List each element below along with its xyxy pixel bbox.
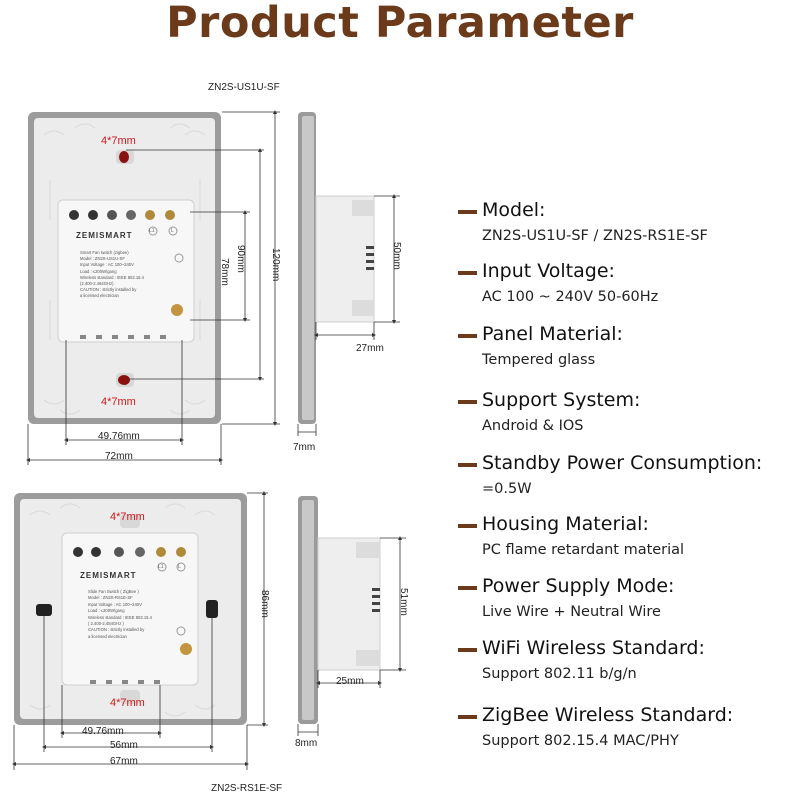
- top-module-line: a licensed electrician: [80, 293, 119, 299]
- bullet-bar-icon: [458, 271, 477, 275]
- top-module-line: Smart Fan switch (zigbee): [80, 250, 129, 255]
- top-module-line: Wireless standard : IEEE 802.15.4: [80, 274, 145, 280]
- bottom-switch-front-view: [14, 493, 247, 725]
- bottom-module-line: ( 2.400-2.484GHz ): [88, 621, 124, 627]
- spec-label: WiFi Wireless Standard:: [482, 637, 705, 659]
- top-terminal-l1: L1: [149, 228, 155, 234]
- bottom-model-label: ZN2S-RS1E-SF: [211, 783, 283, 794]
- spec-value: =0.5W: [482, 481, 532, 497]
- bottom-module-line: Slide Fan Switch ( ZigBee ): [88, 589, 139, 594]
- bottom-module-line: Wireless standard : IEEE 802.15.4: [88, 614, 153, 620]
- bullet-bar-icon: [458, 334, 477, 338]
- spec-value: Android & IOS: [482, 418, 584, 434]
- bullet-bar-icon: [458, 648, 477, 652]
- spec-label: Standby Power Consumption:: [482, 452, 763, 474]
- bottom-width-4976: 49.76mm: [82, 726, 124, 737]
- spec-value: AC 100 ~ 240V 50-60Hz: [482, 289, 659, 305]
- spec-value: Support 802.15.4 MAC/PHY: [482, 733, 679, 749]
- bottom-switch-side-view: [298, 496, 381, 724]
- top-module-label-text: Smart Fan switch (zigbee) Model : ZN2S-U…: [80, 250, 144, 300]
- bullet-bar-icon: [458, 715, 477, 719]
- top-switch-front-view: [28, 112, 221, 424]
- top-model-label: ZN2S-US1U-SF: [208, 82, 280, 93]
- top-terminal-l: L: [171, 228, 174, 234]
- top-module-line: Model : ZN2S-US1U-SF: [80, 256, 125, 262]
- bullet-bar-icon: [458, 210, 477, 214]
- bullet-bar-icon: [458, 524, 477, 528]
- bottom-module-line: CAUTION : strictly installed by: [88, 627, 145, 633]
- top-switch-side-view: [298, 112, 375, 424]
- spec-label: Housing Material:: [482, 513, 649, 535]
- top-hole-dimension-lower: 4*7mm: [101, 396, 136, 408]
- top-width-4976: 49.76mm: [98, 431, 140, 442]
- top-module-line: Load : ≤200W/gang: [80, 268, 117, 274]
- spec-value: Live Wire + Neutral Wire: [482, 604, 661, 620]
- bottom-width-56: 56mm: [110, 740, 138, 751]
- bottom-module-label-text: Slide Fan Switch ( ZigBee ) Model : ZN2S…: [88, 589, 152, 640]
- spec-label: Input Voltage:: [482, 260, 615, 282]
- top-module-line: Input Voltage : AC 100~240V: [80, 262, 134, 268]
- bottom-module-line: a licensed electrician: [88, 633, 127, 639]
- top-side-thickness: 7mm: [293, 442, 316, 453]
- spec-value: PC flame retardant material: [482, 542, 685, 558]
- spec-label: Support System:: [482, 389, 641, 411]
- top-module-line: (2.400-2.484GHz): [80, 281, 114, 287]
- top-height-78: 78mm: [219, 258, 230, 286]
- bottom-side-thickness: 8mm: [295, 738, 318, 749]
- top-module-brand: ZEMISMART: [76, 231, 133, 240]
- page-title: Product Parameter: [166, 0, 634, 48]
- top-hole-dimension-upper: 4*7mm: [101, 135, 136, 147]
- bottom-terminal-l1: L1: [158, 564, 164, 570]
- bullet-bar-icon: [458, 400, 477, 404]
- bottom-width-67: 67mm: [110, 756, 138, 767]
- bottom-module-line: Model : ZN2S-RS1E-SF: [88, 595, 133, 601]
- bottom-hole-dimension-lower: 4*7mm: [110, 697, 145, 709]
- spec-label: Power Supply Mode:: [482, 575, 675, 597]
- top-height-120: 120mm: [270, 248, 281, 282]
- bullet-bar-icon: [458, 586, 477, 590]
- bullet-bar-icon: [458, 463, 477, 467]
- bottom-hole-dimension-upper: 4*7mm: [110, 511, 145, 523]
- top-module-line: CAUTION : strictly installed by: [80, 287, 137, 293]
- spec-label: Model:: [482, 199, 546, 221]
- top-side-height: 50mm: [391, 242, 402, 270]
- bottom-module-line: Load : ≤200W/gang: [88, 608, 125, 614]
- spec-label: Panel Material:: [482, 323, 623, 345]
- top-side-depth: 27mm: [356, 343, 384, 354]
- bottom-side-height: 51mm: [398, 588, 409, 616]
- spec-value: Support 802.11 b/g/n: [482, 666, 637, 682]
- spec-value: ZN2S-US1U-SF / ZN2S-RS1E-SF: [482, 228, 708, 244]
- bottom-height-86: 86mm: [259, 590, 270, 618]
- bottom-module-line: Input Voltage : AC 100~240V: [88, 601, 142, 607]
- spec-label: ZigBee Wireless Standard:: [482, 704, 734, 726]
- top-width-72: 72mm: [105, 451, 133, 462]
- dimension-drawing: [12, 110, 406, 770]
- spec-value: Tempered glass: [482, 352, 596, 368]
- bottom-module-brand: ZEMISMART: [80, 571, 137, 580]
- top-height-90: 90mm: [235, 245, 246, 273]
- bottom-terminal-l: L: [178, 564, 181, 570]
- bottom-side-depth: 25mm: [336, 676, 364, 687]
